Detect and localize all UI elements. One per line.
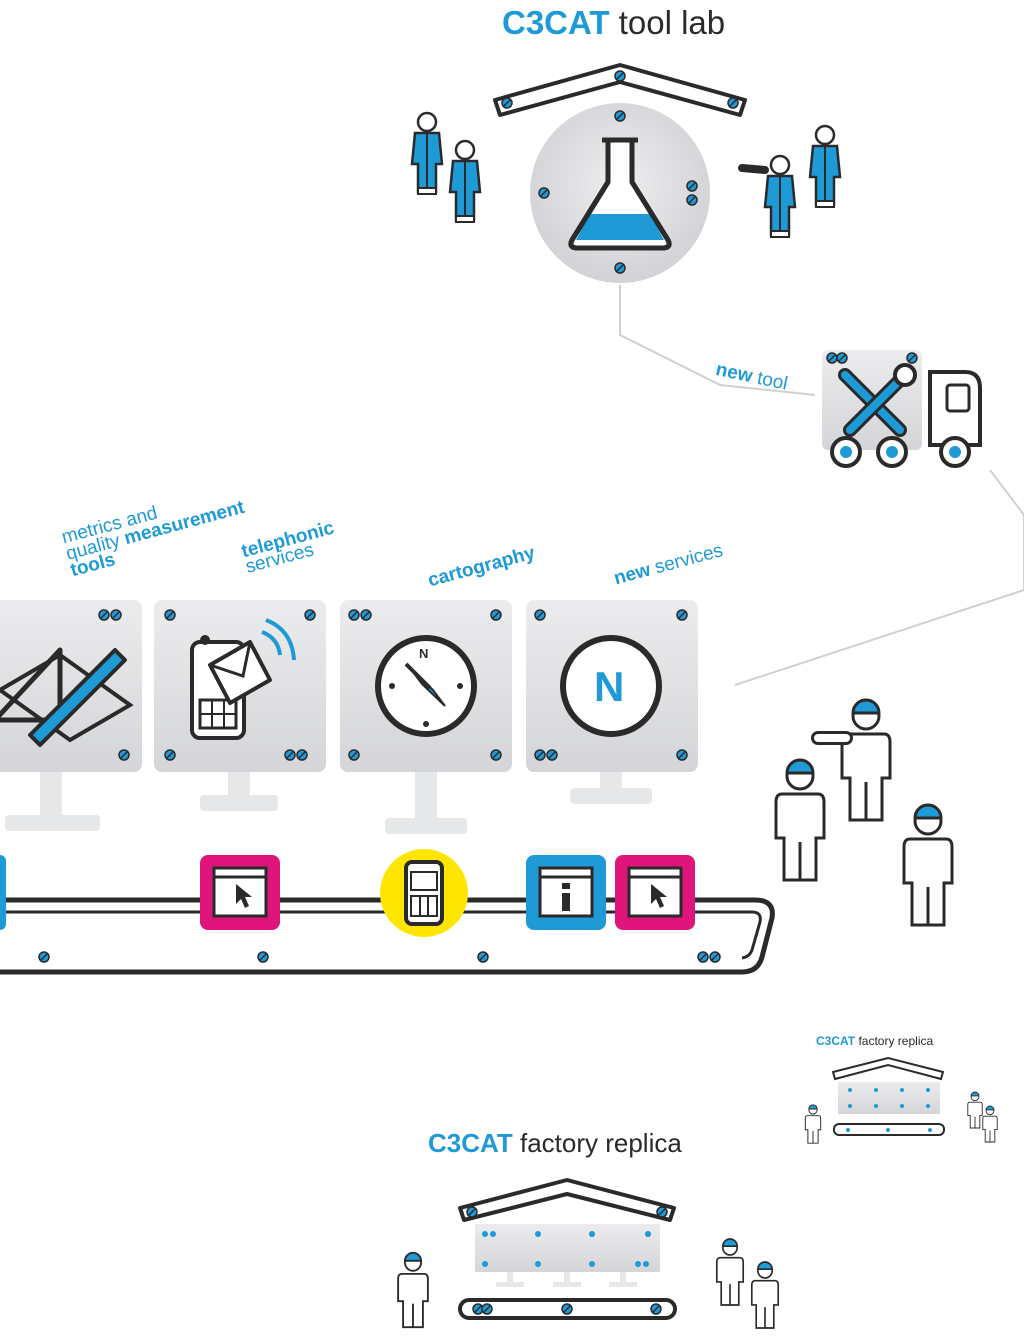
phone-mail-icon <box>190 618 296 740</box>
lab-worker-2 <box>448 139 482 224</box>
metrics-panel <box>0 600 142 772</box>
tool-lab-title: C3CAT tool lab <box>502 4 726 41</box>
lab-worker-3 <box>763 154 797 239</box>
ruler-triangle-icon <box>0 647 134 747</box>
large-replica-diagram <box>397 1178 780 1329</box>
compass-north-letter: N <box>419 646 429 661</box>
connector-truck-to-line <box>734 469 1024 686</box>
wrench-screwdriver-icon <box>838 363 917 437</box>
small-replica-title: C3CAT factory replica <box>816 1034 934 1048</box>
worker-1 <box>774 758 826 882</box>
small-replica-diagram <box>804 1056 998 1144</box>
lab-worker-4 <box>808 124 842 209</box>
n-badge-letter: N <box>594 663 625 710</box>
conveyor-belt <box>0 897 775 975</box>
pink-cursor-box-1 <box>200 855 280 930</box>
flask-icon <box>568 137 672 251</box>
worker-3 <box>902 803 954 927</box>
yellow-phone-circle <box>380 849 468 937</box>
worker-2 <box>840 698 892 822</box>
panel-stands <box>5 770 652 834</box>
lab-worker-1 <box>410 111 444 196</box>
blue-info-box <box>526 855 606 930</box>
blue-edge-box <box>0 855 6 930</box>
compass-icon <box>375 635 477 737</box>
pointing-arm <box>738 164 769 174</box>
connector-lab-to-truck <box>619 285 816 396</box>
tool-lab-roof <box>493 63 747 117</box>
pink-cursor-box-2 <box>615 855 695 930</box>
large-replica-title: C3CAT factory replica <box>428 1128 682 1158</box>
n-badge-icon <box>560 635 662 737</box>
